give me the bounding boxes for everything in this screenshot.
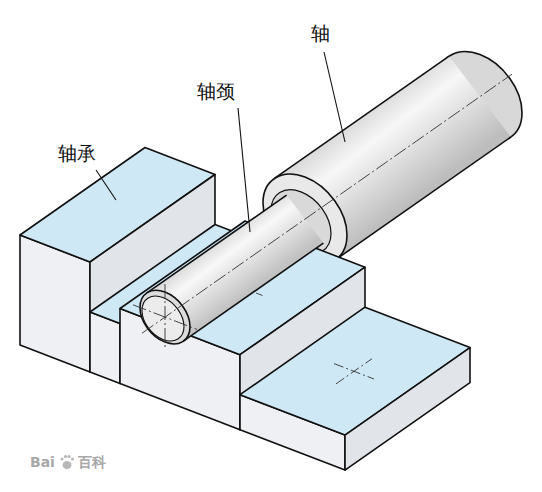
journal bbox=[140, 195, 323, 352]
axis-lines bbox=[133, 74, 512, 350]
watermark-paw bbox=[60, 455, 74, 469]
watermark-text: Bai bbox=[30, 454, 55, 471]
part-label: 轴 bbox=[311, 22, 330, 45]
watermark-text: 百科 bbox=[78, 454, 106, 471]
bearing-block bbox=[20, 148, 470, 471]
part-label: 轴承 bbox=[58, 142, 96, 165]
leader-lines bbox=[96, 52, 345, 232]
part-label: 轴颈 bbox=[197, 80, 235, 103]
